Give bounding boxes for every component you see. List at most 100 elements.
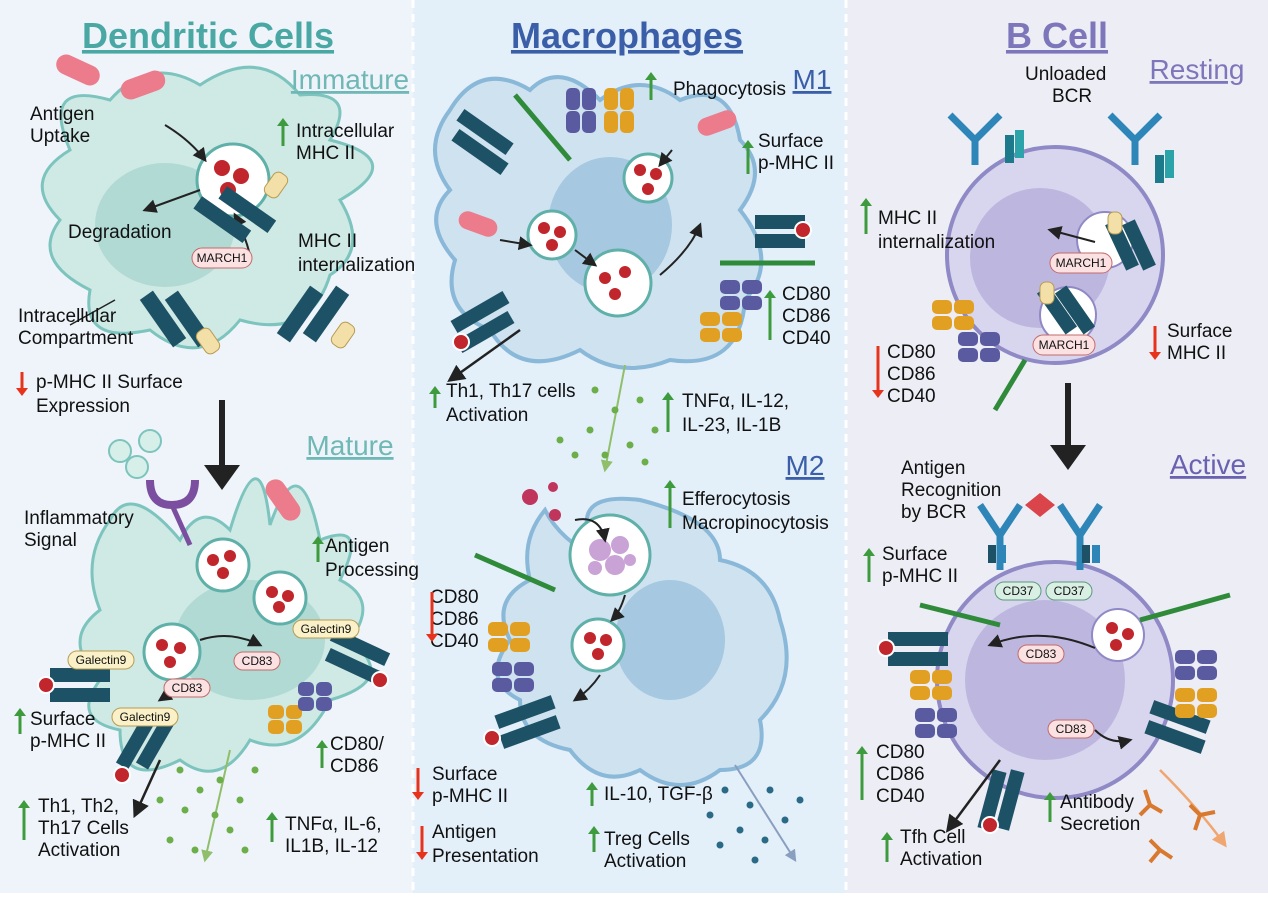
apoptotic-body xyxy=(588,536,636,575)
tfh-arrow xyxy=(945,759,1002,833)
indicator-arrows xyxy=(14,72,1161,862)
mhc-ii-icon xyxy=(37,668,110,702)
internalization-arrow xyxy=(1047,226,1096,243)
active-vesicle xyxy=(1091,608,1145,662)
increase-arrow-icon xyxy=(863,548,875,582)
cd37-label: CD37 xyxy=(1054,584,1085,598)
increase-arrow-icon xyxy=(664,480,676,528)
th-activation-arrow xyxy=(132,759,162,819)
processing-arrow xyxy=(199,633,263,647)
decrease-arrow-icon xyxy=(872,346,884,398)
m2-heading: M2 xyxy=(786,450,825,481)
uptake-arrow xyxy=(164,124,207,163)
increase-arrow-icon xyxy=(1044,792,1056,822)
resting-heading: Resting xyxy=(1150,54,1245,85)
mhc-ii-icon xyxy=(451,109,514,175)
apoptotic-cell-dot xyxy=(548,482,558,492)
galectin9-label: Galectin9 xyxy=(301,622,352,636)
mhc-ii-icon xyxy=(877,632,1211,834)
receptor-stalk xyxy=(169,503,193,547)
mhc-ii-icon xyxy=(276,285,356,349)
immature-dc-vesicle xyxy=(195,142,271,218)
antigen-dot xyxy=(214,160,230,176)
signal-molecule xyxy=(108,439,132,463)
mature-vesicle xyxy=(252,570,308,626)
secretion-arrow xyxy=(1094,729,1133,750)
dendritic-title: Dendritic Cells xyxy=(82,15,334,56)
uptake-arrow xyxy=(574,518,610,543)
bacterium-icon xyxy=(458,211,498,237)
presentation-arrow xyxy=(572,674,601,702)
degradation-arrow xyxy=(142,189,201,213)
increase-arrow-icon xyxy=(742,140,754,174)
march1-label: MARCH1 xyxy=(1056,256,1107,270)
mhc-ii-icon xyxy=(193,186,277,243)
march1-label: MARCH1 xyxy=(197,251,248,265)
cd37-badge xyxy=(1045,581,1093,601)
signal-molecule xyxy=(138,429,162,453)
cd40-chain xyxy=(992,358,1028,412)
galectin9-badge xyxy=(67,650,135,670)
cytokine-dots xyxy=(156,766,259,854)
increase-arrow-icon xyxy=(856,746,868,800)
cd37-label: CD37 xyxy=(1003,584,1034,598)
m1-vesicle xyxy=(526,209,578,261)
antigen-dots xyxy=(538,164,662,300)
decrease-arrow-icon xyxy=(416,826,428,860)
m1-cytokines-label: TNFα, IL-12,IL-23, IL-1B xyxy=(682,391,789,436)
increase-arrow-icon xyxy=(662,392,674,432)
activation-arrow-head xyxy=(1050,445,1086,470)
phagocytosis-arrow xyxy=(499,236,533,251)
cd83-label: CD83 xyxy=(1056,722,1087,736)
antigen-dots xyxy=(156,550,294,668)
increase-arrow-icon xyxy=(14,708,26,734)
bcr-icon xyxy=(947,112,1174,183)
il10-label: IL-10, TGF-β xyxy=(604,784,713,805)
cd83-badge xyxy=(163,678,211,698)
fusion-arrow xyxy=(574,249,598,267)
decrease-arrow-icon xyxy=(1149,326,1161,360)
march1-badge xyxy=(1032,334,1096,356)
mhc-ii-icon xyxy=(755,215,812,248)
galectin9-label: Galectin9 xyxy=(120,710,171,724)
mature-vesicle xyxy=(142,622,202,682)
active-heading: Active xyxy=(1170,449,1246,480)
mhc-ii-icon xyxy=(450,290,515,354)
cd83-badge xyxy=(1017,644,1065,664)
costim-molecules xyxy=(566,88,762,342)
antigen-dot xyxy=(233,168,249,184)
cd40-chain xyxy=(473,552,557,593)
increase-arrow-icon xyxy=(645,72,657,100)
cd37-markers xyxy=(988,545,1100,563)
march1-badge xyxy=(191,247,253,269)
cytokine-dots xyxy=(556,386,659,466)
phagocytosis-label: Phagocytosis xyxy=(673,79,786,100)
increase-arrow-icon xyxy=(316,740,328,768)
march1-label: MARCH1 xyxy=(1039,338,1090,352)
vesicle-arrow xyxy=(610,594,626,622)
increase-arrow-icon xyxy=(18,800,30,840)
increase-arrow-icon xyxy=(764,290,776,340)
mhc-ii-icon xyxy=(483,695,561,749)
costim-molecules xyxy=(910,650,1217,738)
compartment-pointer xyxy=(69,299,116,326)
m1-th-arrow xyxy=(447,328,521,383)
bacterium-icon xyxy=(697,110,737,136)
